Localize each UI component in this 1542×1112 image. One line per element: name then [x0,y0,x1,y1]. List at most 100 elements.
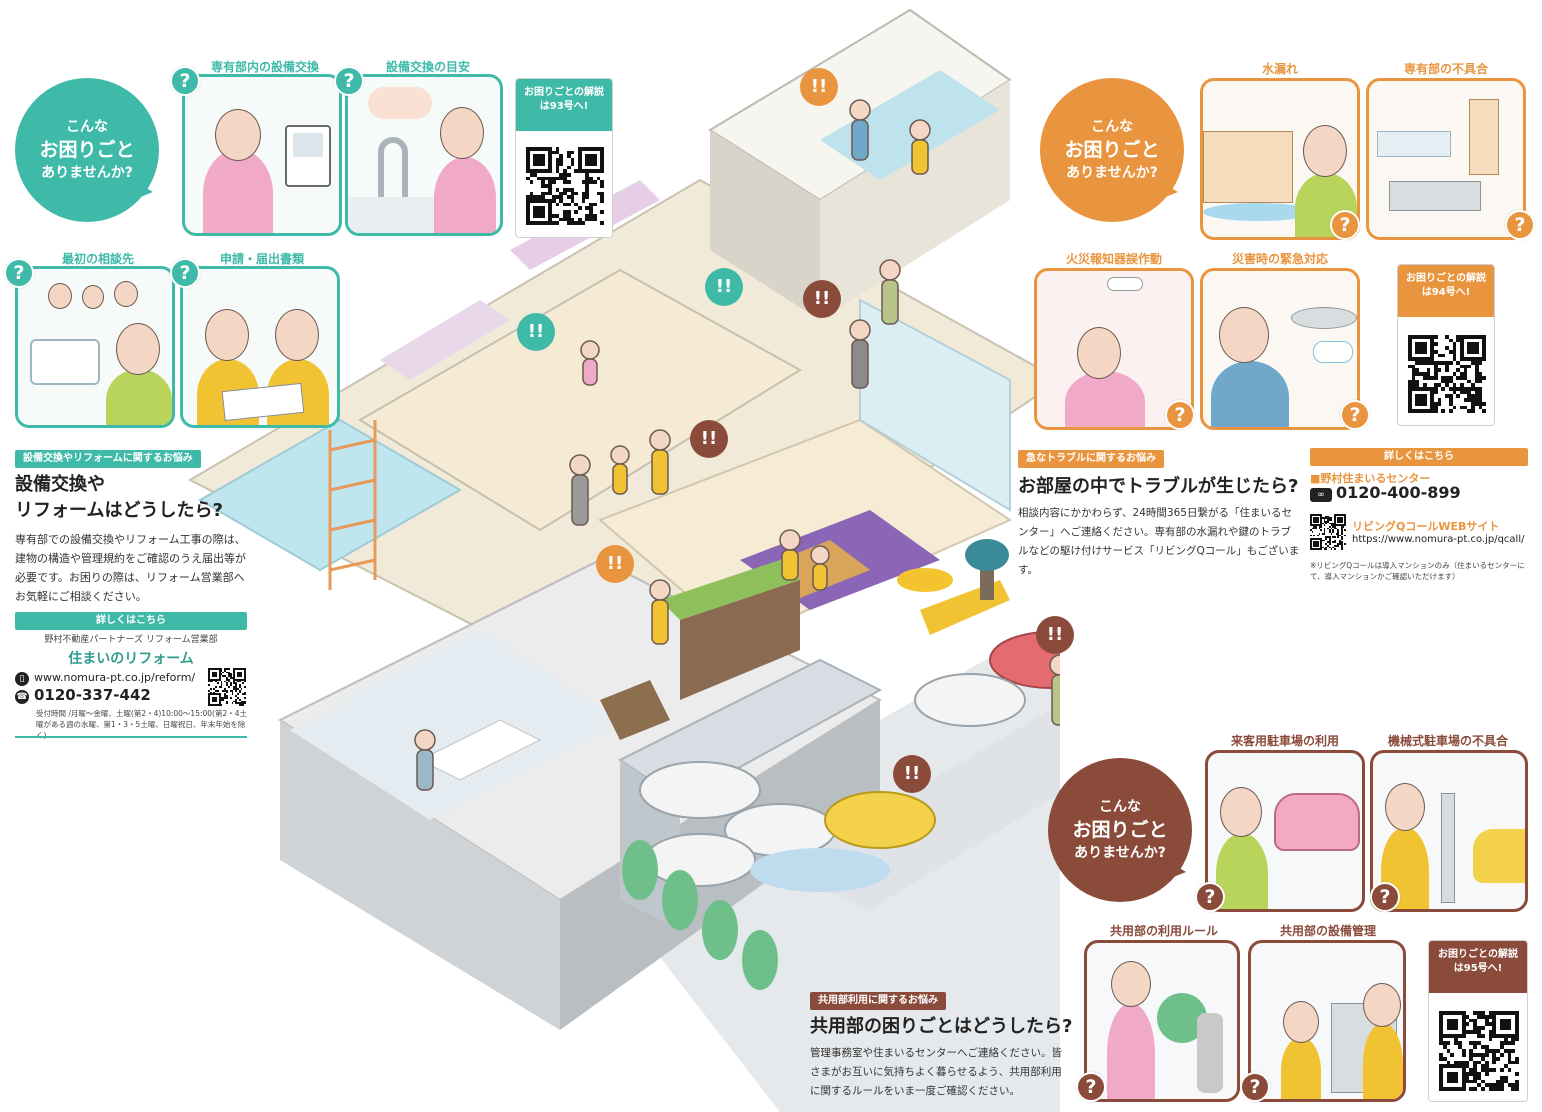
panel-visitor-parking[interactable] [1205,750,1365,912]
person-figure [1107,1003,1155,1099]
person-head [440,107,484,159]
qr-note: お困りごとの解説は95号へ! [1438,949,1518,974]
car-white-2 [914,673,1026,727]
panel-title-water-leak: 水漏れ [1261,62,1298,76]
water-heater-panel [285,125,331,187]
bubble-line-1: こんな [66,119,108,135]
worker-head [48,283,72,309]
panel-first-contact[interactable] [15,266,175,428]
alert-marker-kitchen[interactable]: !! [517,313,555,351]
web-icon: ▯ [15,672,29,686]
qr-code [1408,335,1486,413]
bubble-tail [133,180,153,200]
details-bar: 詳しくはこちら [1310,448,1528,466]
person-head [1219,307,1269,363]
section-heading: お部屋の中でトラブルが生じたら? [1018,476,1299,497]
water-puddle [1203,203,1313,221]
technician-head [114,281,138,307]
qr-code [526,147,604,225]
door-icon [1469,99,1499,175]
alert-marker-tv-intercom[interactable]: !! [705,268,743,306]
control-panel-icon [1441,793,1455,903]
person-figure [1363,1023,1403,1099]
alert-marker-family[interactable]: !! [690,420,728,458]
person-head [1385,783,1425,831]
person-head [215,109,261,161]
person-head [1363,983,1401,1027]
alert-marker-entrance[interactable]: !! [803,280,841,318]
reform-qr-code[interactable] [208,668,246,706]
category-tag: 共用部利用に関するお悩み [810,992,946,1010]
bathtub-icon [30,339,100,385]
panel-title-mechanical-parking: 機械式駐車場の不具合 [1387,734,1508,748]
panel-title-visitor-parking: 来客用駐車場の利用 [1230,734,1339,748]
panel-title-replacement-guide: 設備交換の目安 [385,60,470,74]
panel-unit-malfunction[interactable] [1366,78,1526,240]
alert-marker-yellow-car[interactable]: !! [893,755,931,793]
question-icon: ? [334,66,364,96]
qr-header: お困りごとの解説は94号へ! [1398,265,1494,317]
thought-cloud [368,87,432,119]
qcall-qr-code[interactable] [1310,514,1346,550]
section-body: 相談内容にかかわらず、24時間365日繋がる「住まいるセンター」へご連絡ください… [1018,507,1300,576]
person-head [1303,125,1347,177]
panel-title-unit-malfunction: 専有部の不具合 [1403,62,1488,76]
panel-title-fire-alarm-malfunction: 火災報知器誤作動 [1065,252,1162,266]
alert-marker-red-car[interactable]: !! [1036,616,1074,654]
web-url-link[interactable]: https://www.nomura-pt.co.jp/qcall/ [1352,534,1525,545]
panel-common-area-rules[interactable] [1084,940,1240,1102]
section-heading: 共用部の困りごとはどうしたら? [810,1016,1073,1037]
question-icon: ? [170,258,200,288]
web-title: リビングQコールWEBサイト [1352,520,1500,533]
question-icon: ? [4,258,34,288]
person-head [205,309,249,361]
person-head [1111,961,1151,1007]
pink-car-icon [1274,793,1360,851]
alert-marker-smoke-detector[interactable]: !! [596,545,634,583]
question-icon: ? [170,66,200,96]
plant [965,539,1009,600]
panel-title-application-forms: 申請・届出書類 [219,252,304,266]
bubble-line-3: ありませんか? [1066,165,1158,181]
panel-water-leak[interactable] [1200,78,1360,240]
person-head [1283,1001,1319,1043]
question-icon: ? [1165,400,1195,430]
panel-disaster-response[interactable] [1200,268,1360,430]
qr-card-94[interactable]: お困りごとの解説は94号へ! [1397,264,1495,426]
panel-replacement-guide[interactable] [345,74,503,236]
person-figure [434,157,496,233]
qr-code [1439,1011,1519,1091]
panel-fire-alarm[interactable] [1034,268,1194,430]
left-bottom-rule [15,736,247,738]
question-icon: ? [1195,882,1225,912]
details-bar: 詳しくはこちら [15,612,247,630]
staff-head [82,285,104,309]
center-name: ■野村住まいるセンター [1310,472,1431,485]
car-yellow [824,791,936,849]
person-figure [1065,371,1145,427]
top-right-concern-bubble: こんな お困りごと ありませんか? [1040,78,1184,222]
question-icon: ? [1330,210,1360,240]
person-head [1077,327,1121,379]
yellow-car-icon [1473,829,1525,883]
qr-card-95[interactable]: お困りごとの解説は95号へ! [1428,940,1528,1102]
alert-marker-bathroom[interactable]: !! [800,68,838,106]
person-figure [203,149,273,233]
reception-hours: 受付時間 /月曜～金曜、土曜(第2・4)10:00～15:00(第2・4土曜があ… [36,709,248,740]
section-heading-line-1: 設備交換や [15,474,105,495]
person-figure [1211,361,1289,427]
qr-card-93[interactable]: お困りごとの解説は93号へ! [515,78,613,238]
panel-mechanical-parking[interactable] [1370,750,1528,912]
question-icon: ? [1370,882,1400,912]
reform-url-link[interactable]: www.nomura-pt.co.jp/reform/ [34,671,196,684]
bottom-right-concern-bubble: こんな お困りごと ありませんか? [1048,758,1192,902]
person-figure [1281,1037,1321,1099]
panel-application-forms[interactable] [180,266,340,428]
qr-note: お困りごとの解説は93号へ! [524,87,604,112]
reform-phone[interactable]: 0120-337-442 [34,686,151,704]
smoke-detector-icon [1107,277,1143,291]
free-dial-number[interactable]: 0120-400-899 [1336,483,1461,502]
section-body: 専有部での設備交換やリフォーム工事の際は、建物の構造や管理規約をご確認のうえ届出… [15,533,246,603]
panel-equipment-replacement[interactable] [182,74,342,236]
panel-common-facility-management[interactable] [1248,940,1406,1102]
